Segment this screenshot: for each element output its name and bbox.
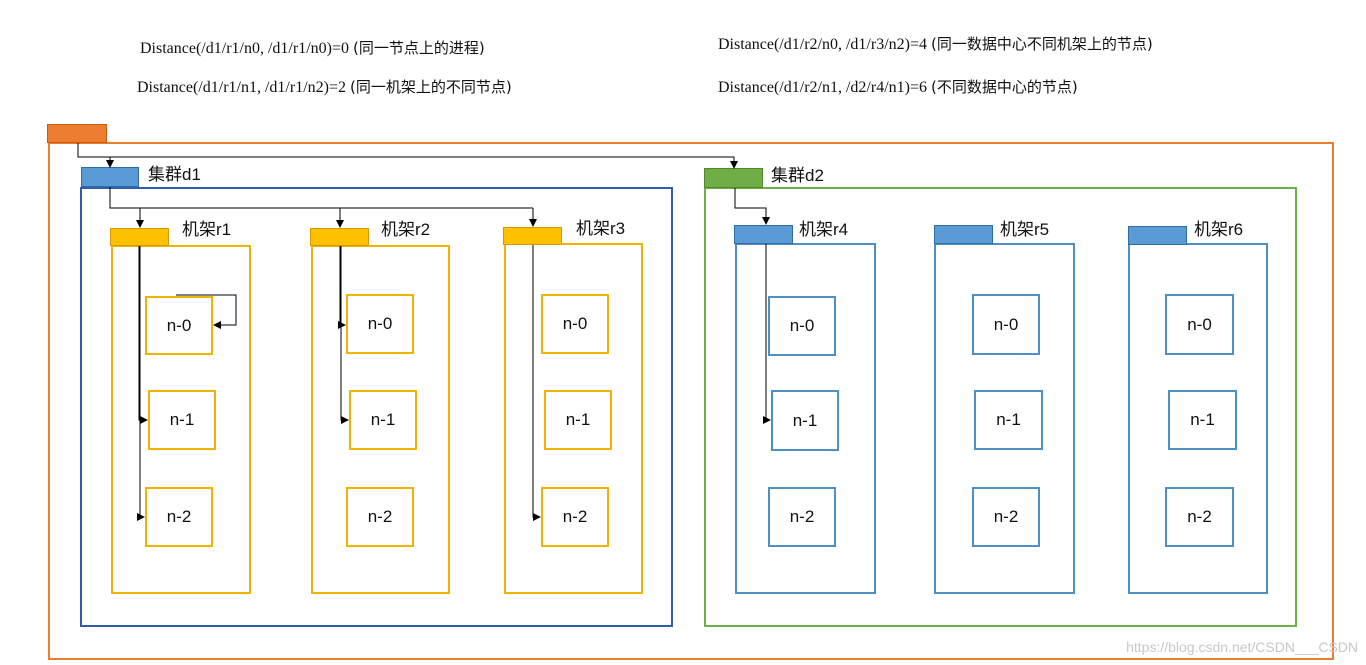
formula-4: Distance(/d1/r2/n1, /d2/r4/n1)=6 (不同数据中心… <box>718 76 1078 97</box>
rack-r5-tag <box>934 225 993 244</box>
rack-r1-tag <box>110 228 169 246</box>
rack-r2 <box>311 245 450 594</box>
rack-r3 <box>504 243 643 594</box>
rack-r5 <box>934 243 1075 594</box>
node-r5-n2: n-2 <box>972 487 1040 547</box>
node-r1-n2: n-2 <box>145 487 213 547</box>
node-r2-n0: n-0 <box>346 294 414 354</box>
formula-2: Distance(/d1/r1/n1, /d1/r1/n2)=2 (同一机架上的… <box>137 76 512 97</box>
rack-r4-label: 机架r4 <box>799 220 849 239</box>
formula-3-note: (同一数据中心不同机架上的节点) <box>930 35 1153 53</box>
cluster-d2-tag <box>704 168 763 188</box>
node-r1-n1: n-1 <box>148 390 216 450</box>
rack-r2-tag <box>310 228 369 246</box>
rack-r2-label: 机架r2 <box>381 220 431 239</box>
rack-r6 <box>1128 243 1268 594</box>
node-r2-n1: n-1 <box>349 390 417 450</box>
node-r5-n1: n-1 <box>974 390 1043 450</box>
rack-r5-label: 机架r5 <box>1000 220 1050 239</box>
node-r3-n2: n-2 <box>541 487 609 547</box>
rack-r6-label: 机架r6 <box>1194 220 1244 239</box>
formula-4-expr: Distance(/d1/r2/n1, /d2/r4/n1)=6 <box>718 79 927 96</box>
node-r5-n0: n-0 <box>972 294 1040 355</box>
node-r3-n0: n-0 <box>541 294 609 354</box>
node-r6-n1: n-1 <box>1168 390 1237 450</box>
formula-1: Distance(/d1/r1/n0, /d1/r1/n0)=0 (同一节点上的… <box>140 37 485 58</box>
node-r6-n0: n-0 <box>1165 294 1234 355</box>
cluster-d1-tag <box>81 167 139 187</box>
root-tag <box>47 124 107 143</box>
node-r4-n2: n-2 <box>768 487 836 547</box>
rack-r1-label: 机架r1 <box>182 220 232 239</box>
rack-r3-tag <box>503 227 562 245</box>
watermark: https://blog.csdn.net/CSDN___CSDN <box>1126 639 1358 655</box>
formula-3: Distance(/d1/r2/n0, /d1/r3/n2)=4 (同一数据中心… <box>718 33 1153 54</box>
cluster-d2-label: 集群d2 <box>771 166 824 185</box>
node-r6-n2: n-2 <box>1165 487 1234 547</box>
formula-2-expr: Distance(/d1/r1/n1, /d1/r1/n2)=2 <box>137 79 346 96</box>
node-r2-n2: n-2 <box>346 487 414 547</box>
formula-3-expr: Distance(/d1/r2/n0, /d1/r3/n2)=4 <box>718 36 927 53</box>
rack-r4 <box>735 243 876 594</box>
formula-4-note: (不同数据中心的节点) <box>930 78 1078 96</box>
formula-2-note: (同一机架上的不同节点) <box>349 78 512 96</box>
formula-1-expr: Distance(/d1/r1/n0, /d1/r1/n0)=0 <box>140 40 349 57</box>
rack-r6-tag <box>1128 226 1187 245</box>
root-container <box>48 142 1334 660</box>
cluster-d1-label: 集群d1 <box>148 165 201 184</box>
node-r4-n1: n-1 <box>771 390 839 451</box>
rack-r3-label: 机架r3 <box>576 219 626 238</box>
node-r4-n0: n-0 <box>768 296 836 356</box>
cluster-d2 <box>704 187 1297 627</box>
node-r1-n0: n-0 <box>145 296 213 355</box>
rack-r4-tag <box>734 225 793 244</box>
node-r3-n1: n-1 <box>544 390 612 450</box>
formula-1-note: (同一节点上的进程) <box>352 39 485 57</box>
rack-r1 <box>111 245 251 594</box>
